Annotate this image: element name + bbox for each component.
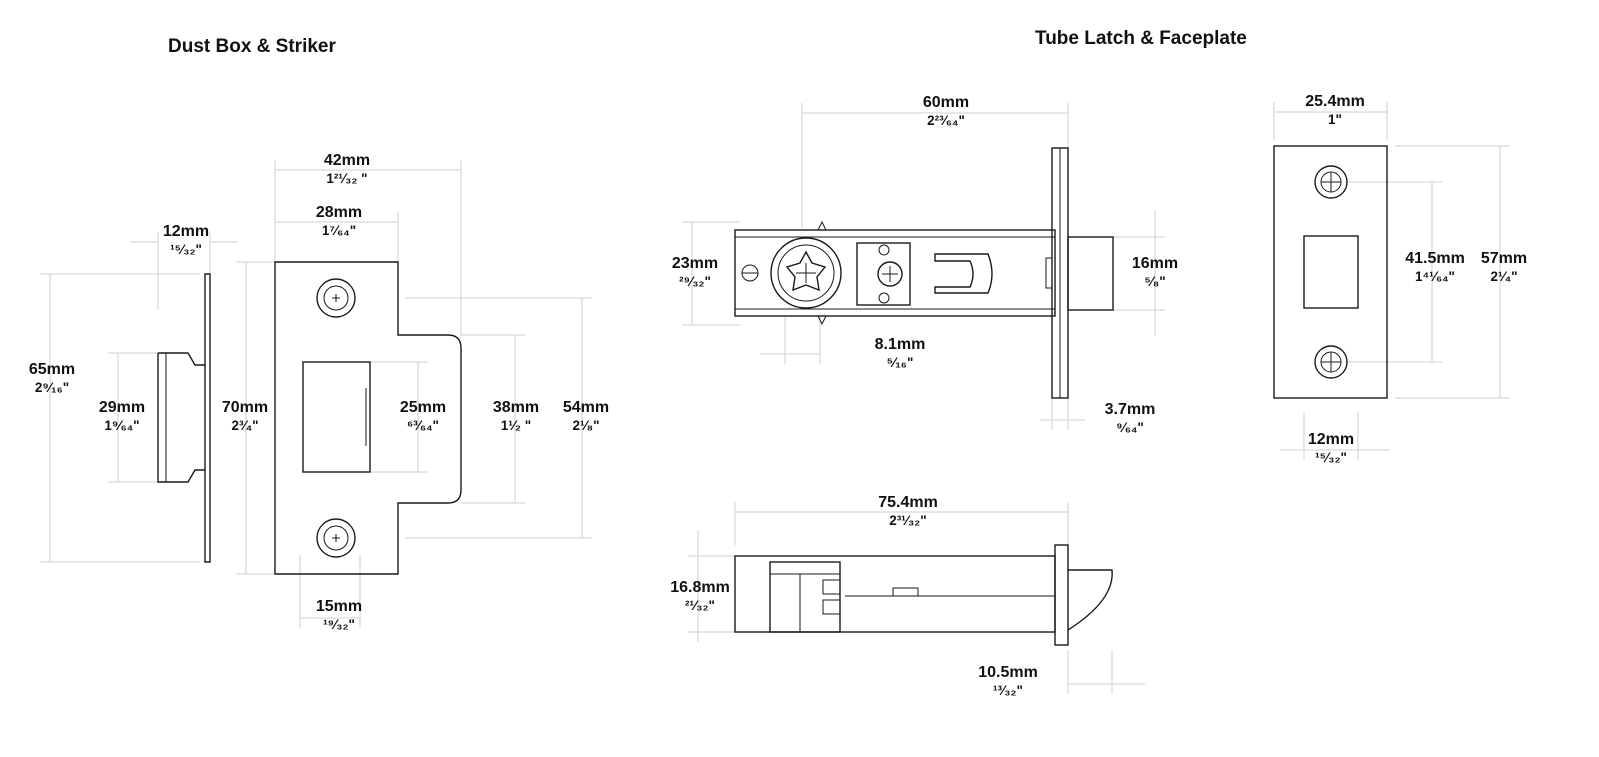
tube-latch-faceplate-title: Tube Latch & Faceplate [1035, 28, 1247, 49]
faceplate-drawing [1273, 145, 1388, 399]
tube-latch-side-drawing [734, 544, 1113, 646]
dust-box-striker-title: Dust Box & Striker [168, 36, 336, 57]
dust-box-drawing [157, 273, 211, 563]
striker-plate-drawing [274, 261, 462, 575]
dimension-lines [40, 102, 1510, 694]
tube-latch-top-drawing [734, 147, 1114, 399]
